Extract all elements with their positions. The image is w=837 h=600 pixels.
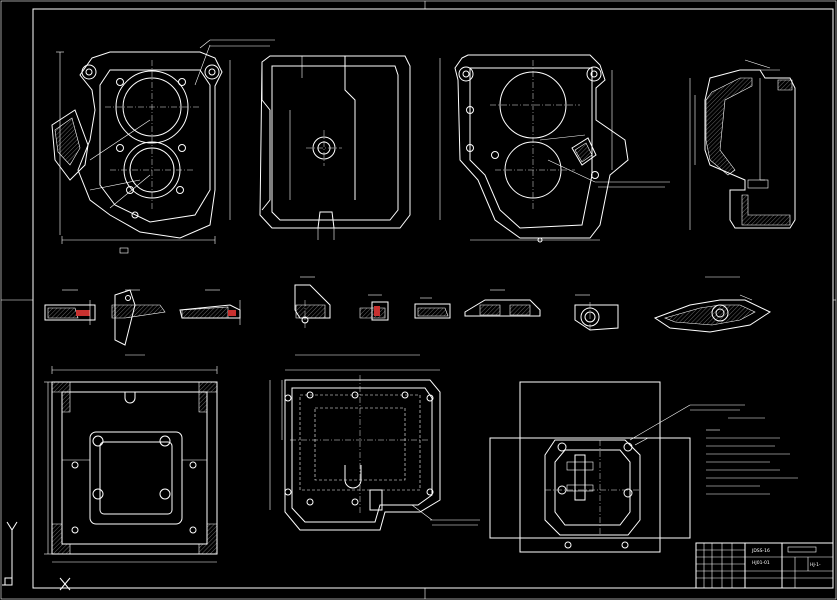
front-view — [51, 39, 275, 254]
section-details-row — [44, 276, 772, 346]
technical-notes — [706, 417, 798, 495]
section-view — [689, 59, 796, 230]
part-code: HJ01-01 — [752, 560, 770, 566]
ucs-axis-indicator: Y X — [2, 521, 71, 591]
title-block: JDSS-16 HJ01-01 HJ-1- — [695, 542, 834, 589]
top-view — [44, 354, 218, 563]
side-view — [259, 55, 411, 240]
casting-view — [489, 381, 745, 553]
right-code: HJ-1- — [810, 562, 821, 568]
drawing-code: JDSS-16 — [751, 548, 770, 554]
rear-view — [439, 54, 670, 243]
bottom-view — [269, 354, 480, 531]
